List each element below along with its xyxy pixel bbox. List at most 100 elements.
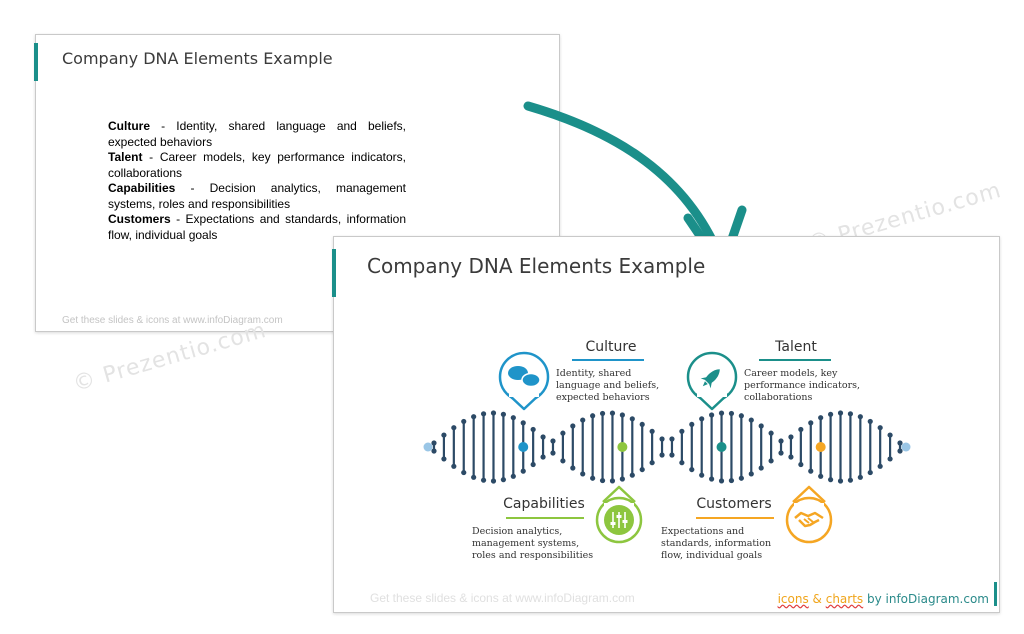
dna-node bbox=[480, 411, 487, 417]
dna-node bbox=[639, 421, 645, 428]
capabilities-marker bbox=[595, 485, 643, 544]
list-item: Capabilities - Decision analytics, manag… bbox=[108, 181, 406, 211]
dna-node bbox=[659, 452, 665, 458]
dna-node bbox=[629, 472, 635, 478]
dna-node bbox=[778, 438, 784, 444]
dna-node bbox=[520, 420, 526, 426]
dna-node bbox=[718, 478, 725, 484]
capabilities-underline bbox=[506, 517, 584, 519]
dna-node bbox=[609, 410, 616, 416]
dna-node bbox=[560, 458, 566, 464]
credit-text: icons & charts by infoDiagram.com bbox=[777, 592, 989, 606]
dna-node bbox=[461, 469, 467, 476]
dna-node bbox=[431, 440, 437, 446]
dna-node bbox=[570, 423, 576, 429]
dna-node bbox=[689, 421, 695, 428]
list-item: Culture - Identity, shared language and … bbox=[108, 119, 406, 149]
dna-node bbox=[431, 448, 437, 454]
dna-node bbox=[570, 465, 576, 471]
dna-node bbox=[510, 415, 516, 421]
dna-node bbox=[897, 448, 903, 454]
dna-node bbox=[520, 468, 526, 474]
dna-node bbox=[649, 428, 655, 434]
dna-node bbox=[599, 410, 606, 417]
dna-node bbox=[609, 478, 616, 484]
customers-description: Expectations and standards, information … bbox=[661, 526, 772, 561]
dna-node bbox=[560, 430, 566, 436]
talent-underline bbox=[759, 359, 831, 361]
dna-helix bbox=[423, 410, 911, 484]
customers-underline bbox=[696, 517, 774, 519]
dna-node bbox=[808, 420, 814, 426]
sliders-icon bbox=[604, 505, 634, 535]
dna-node bbox=[818, 473, 824, 479]
dna-end-dot bbox=[901, 442, 911, 452]
dna-node bbox=[718, 410, 725, 416]
dna-node bbox=[738, 413, 744, 419]
dna-node bbox=[758, 423, 764, 429]
dna-node bbox=[441, 456, 447, 462]
text-list: Culture - Identity, shared language and … bbox=[108, 119, 406, 243]
culture-marker bbox=[498, 351, 550, 411]
dna-node bbox=[500, 477, 507, 483]
list-item: Customers - Expectations and standards, … bbox=[108, 212, 406, 242]
dna-node bbox=[709, 476, 715, 482]
culture-title: Culture bbox=[585, 339, 637, 355]
customers-marker bbox=[785, 485, 833, 544]
dna-node bbox=[748, 471, 754, 477]
dna-node bbox=[818, 415, 824, 421]
dna-node bbox=[699, 416, 705, 422]
dna-node bbox=[471, 474, 477, 480]
dna-node bbox=[490, 478, 497, 484]
dna-node bbox=[798, 426, 804, 433]
rocket-icon bbox=[700, 369, 720, 389]
dna-node bbox=[847, 477, 854, 483]
dna-node bbox=[699, 472, 705, 478]
speech-bubbles-icon bbox=[508, 366, 541, 388]
culture-underline bbox=[572, 359, 644, 361]
dna-node bbox=[827, 477, 834, 483]
dna-node bbox=[540, 454, 546, 460]
dna-node bbox=[580, 417, 586, 423]
dna-node bbox=[768, 458, 774, 464]
dna-node bbox=[669, 436, 675, 442]
dna-node bbox=[887, 432, 893, 438]
culture-description: Identity, shared language and beliefs, e… bbox=[556, 368, 660, 403]
capabilities-description: Decision analytics, management systems, … bbox=[472, 526, 594, 561]
talent-title: Talent bbox=[775, 339, 817, 355]
dna-node bbox=[798, 461, 804, 468]
dna-node bbox=[847, 411, 854, 417]
dna-node bbox=[649, 460, 655, 466]
dna-node bbox=[728, 477, 735, 484]
dna-node bbox=[689, 466, 695, 473]
dna-highlight-dot bbox=[716, 442, 727, 452]
accent-bar bbox=[332, 249, 336, 297]
list-item: Talent - Career models, key performance … bbox=[108, 150, 406, 180]
dna-highlight-dot bbox=[518, 442, 529, 452]
footer-watermark: Get these slides & icons at www.infoDiag… bbox=[370, 591, 635, 605]
dna-node bbox=[738, 475, 744, 481]
talent-marker bbox=[686, 351, 738, 411]
slide-title: Company DNA Elements Example bbox=[62, 49, 333, 68]
footer-watermark: Get these slides & icons at www.infoDiag… bbox=[62, 315, 283, 326]
dna-node bbox=[619, 412, 625, 418]
dna-node bbox=[590, 413, 596, 419]
dna-node bbox=[887, 456, 893, 462]
dna-node bbox=[659, 436, 665, 442]
dna-highlight-dot bbox=[815, 442, 826, 452]
accent-mark bbox=[994, 582, 997, 606]
dna-node bbox=[629, 416, 635, 422]
redesigned-slide: Company DNA Elements Example Culture Ide… bbox=[332, 236, 1000, 613]
dna-node bbox=[580, 471, 586, 477]
dna-node bbox=[778, 450, 784, 456]
dna-node bbox=[599, 477, 606, 484]
dna-node bbox=[877, 425, 883, 431]
dna-node bbox=[758, 465, 764, 471]
dna-node bbox=[709, 412, 715, 418]
dna-end-dot bbox=[423, 442, 433, 452]
dna-node bbox=[857, 414, 863, 420]
dna-node bbox=[669, 452, 675, 458]
dna-node bbox=[827, 411, 834, 417]
dna-node bbox=[451, 463, 457, 469]
dna-node bbox=[867, 418, 873, 425]
